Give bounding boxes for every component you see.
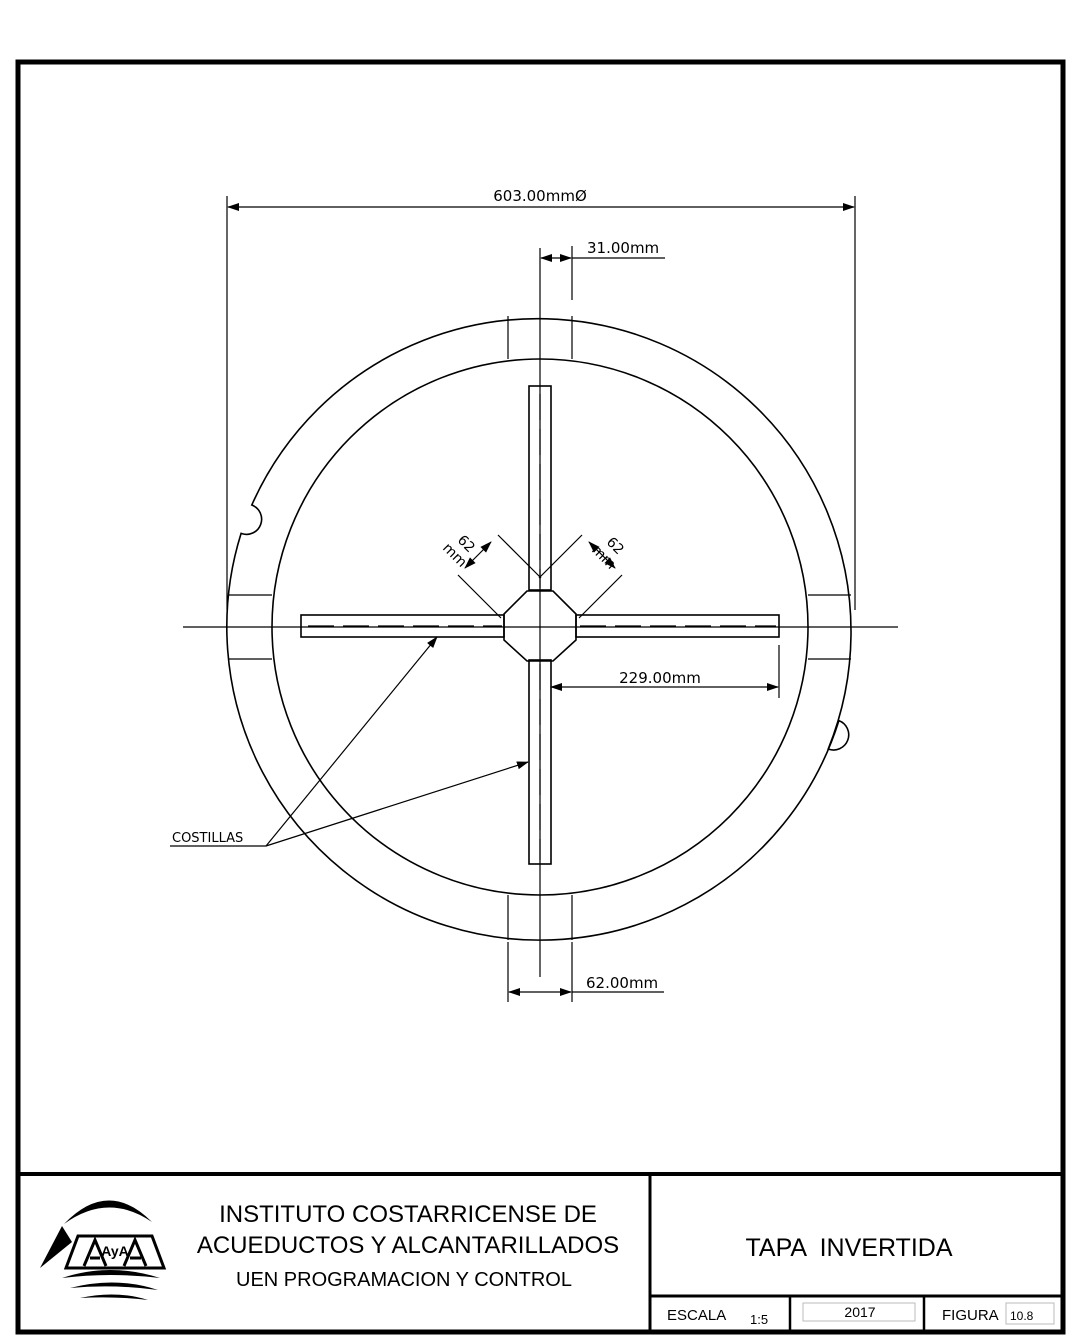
costillas-leaders [170, 636, 529, 847]
year-field [802, 1302, 916, 1322]
scale-value: 1:5 [750, 1312, 768, 1327]
figure-value: 10.8 [1010, 1309, 1034, 1323]
diameter-dimension [226, 196, 856, 610]
costillas-label: COSTILLAS [172, 831, 243, 846]
outer-circle [226, 317, 852, 942]
sheet-border [15, 59, 1066, 1335]
top-width-dimension [540, 246, 665, 300]
rib-hidden-lines [308, 394, 776, 860]
drawing-title: TAPA INVERTIDA [746, 1234, 953, 1262]
diameter-label: 603.00mmØ [493, 187, 587, 205]
center-octagon [503, 590, 577, 662]
diagonal-dimensions [457, 534, 623, 619]
figure-field [1005, 1302, 1055, 1325]
ribs [300, 385, 780, 865]
top-width-label: 31.00mm [587, 239, 659, 257]
year-value: 2017 [844, 1304, 875, 1320]
rib-length-dimension [550, 645, 780, 698]
rib-length-label: 229.00mm [619, 669, 701, 687]
institution-line2: ACUEDUCTOS Y ALCANTARILLADOS [197, 1232, 619, 1259]
institution-line3: UEN PROGRAMACION Y CONTROL [236, 1269, 572, 1291]
diag-left-label: 62 mm [439, 532, 478, 571]
svg-text:AyA: AyA [101, 1243, 129, 1259]
aya-logo: AyA [40, 1200, 167, 1300]
ring-tabs [229, 316, 851, 940]
scale-label: ESCALA [667, 1307, 726, 1324]
diag-right-label: 62 mm [588, 534, 627, 573]
figure-label: FIGURA [942, 1307, 999, 1324]
institution-line1: INSTITUTO COSTARRICENSE DE [219, 1201, 597, 1228]
bottom-width-dimension [507, 942, 664, 1002]
bottom-width-label: 62.00mm [586, 974, 658, 992]
